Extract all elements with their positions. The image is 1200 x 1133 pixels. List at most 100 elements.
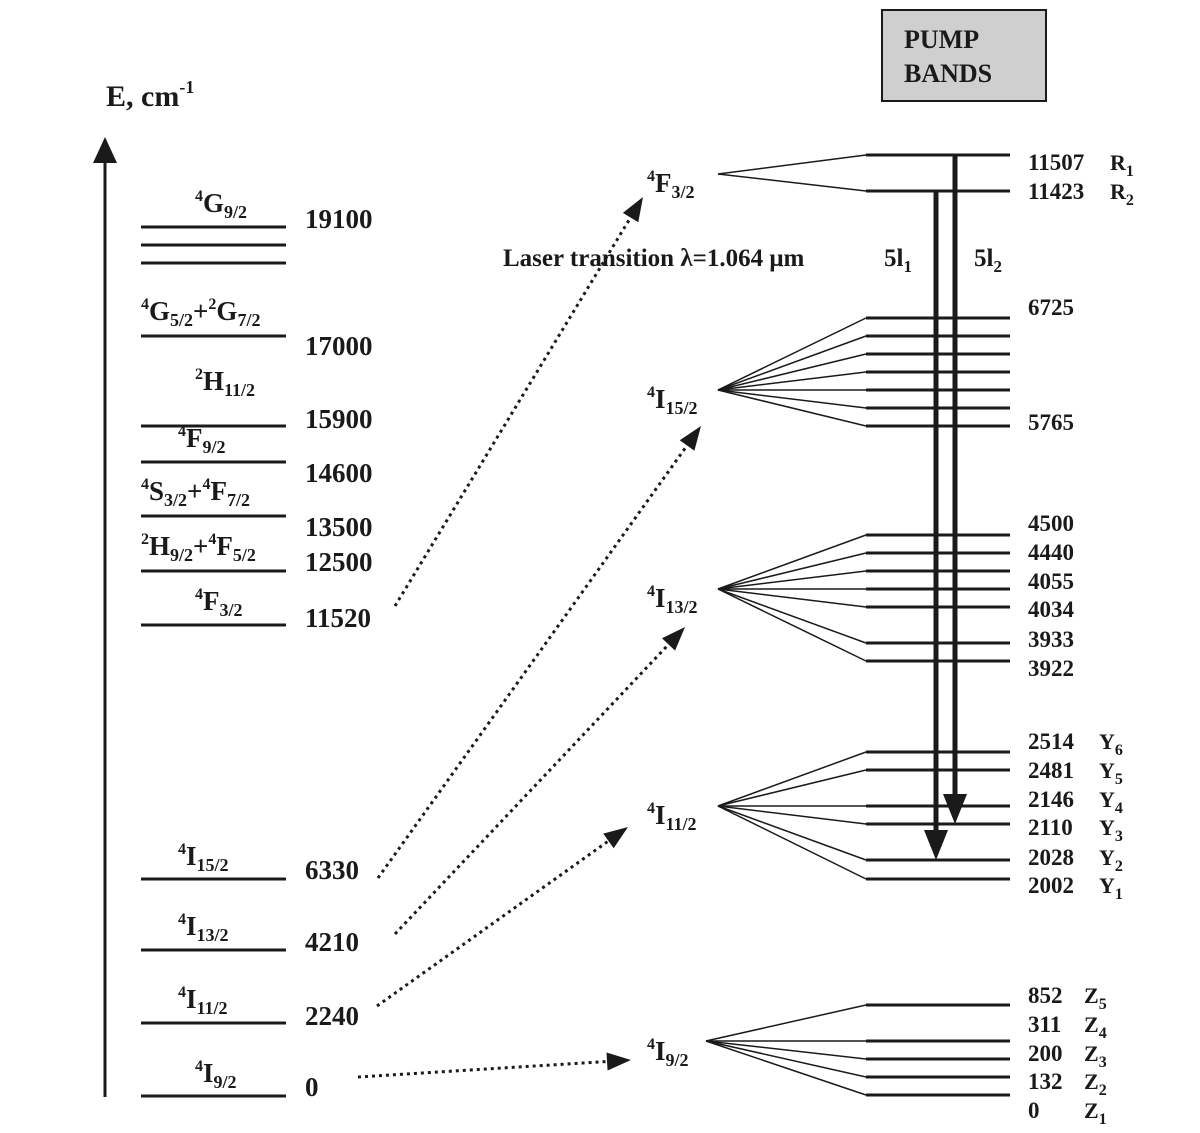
fan-line-I112-5 [717, 805, 867, 861]
sublevel-marker-I92-3: Z3 [1084, 1041, 1107, 1071]
pump-bands-box [881, 9, 1047, 102]
sublevel-marker-I92-2: Z4 [1084, 1012, 1107, 1042]
laser-transition-label: Laser transition λ=1.064 μm [503, 245, 805, 272]
level-energy-h92: 12500 [305, 547, 373, 577]
manifold-term-I152: 4I15/2 [647, 384, 698, 418]
sublevel-value-I132-3: 4055 [1028, 569, 1074, 594]
level-energy-i152: 6330 [305, 855, 359, 885]
level-term-h92: 2H9/2+4F5/2 [141, 531, 256, 565]
fan-line-I92-4 [705, 1040, 867, 1078]
fan-line-I132-1 [717, 534, 867, 590]
level-energy-g52: 17000 [305, 331, 373, 361]
sublevel-value-I92-1: 852 [1028, 983, 1063, 1008]
fan-line-I112-1 [717, 751, 867, 807]
fan-line-I92-5 [705, 1040, 867, 1096]
sublevel-value-I132-4: 4034 [1028, 597, 1075, 622]
arrow-4210-to-I132-head [661, 627, 685, 651]
level-term-i112: 4I11/2 [178, 984, 228, 1018]
sublevel-marker-I112-6: Y1 [1099, 873, 1123, 903]
fan-line-I152-3 [717, 353, 867, 391]
fan-line-I132-3 [717, 570, 867, 590]
sublevel-value-I132-2: 4440 [1028, 540, 1074, 565]
fan-line-I132-5 [717, 588, 867, 608]
level-term-i152: 4I15/2 [178, 841, 229, 875]
level-energy-h112: 15900 [305, 404, 373, 434]
fan-line-I132-7 [717, 588, 867, 662]
manifold-term-I132: 4I13/2 [647, 583, 698, 617]
sublevel-value-F32-2: 11423 [1028, 179, 1084, 204]
sublevel-marker-I112-1: Y6 [1099, 729, 1123, 759]
sublevel-value-I92-4: 132 [1028, 1069, 1063, 1094]
level-energy-i132: 4210 [305, 927, 359, 957]
pump-bands-label-line2: BANDS [904, 59, 992, 88]
manifold-term-F32: 4F3/2 [647, 168, 695, 202]
sublevel-value-I112-5: 2028 [1028, 845, 1074, 870]
level-term-h112: 2H11/2 [195, 366, 255, 400]
arrow-0-to-I92 [357, 1059, 608, 1079]
fan-line-I132-2 [717, 552, 867, 590]
excitation-arrows [357, 197, 701, 1079]
level-energy-i92: 0 [305, 1072, 319, 1102]
fan-line-I152-6 [717, 389, 867, 409]
sublevel-marker-I92-5: Z1 [1084, 1098, 1107, 1128]
arrow-2240-to-I112-head [603, 827, 628, 849]
sublevel-value-I112-1: 2514 [1028, 729, 1075, 754]
fan-line-I132-6 [717, 588, 867, 644]
fan-line-F32-1 [717, 154, 867, 175]
laser-arrow-5l1-head [924, 830, 948, 860]
sublevel-value-I132-5: 3933 [1028, 627, 1074, 652]
level-term-g52: 4G5/2+2G7/2 [141, 296, 260, 330]
fan-line-I112-4 [717, 805, 867, 825]
sublevel-value-I92-5: 0 [1028, 1098, 1040, 1123]
fan-line-I152-1 [717, 317, 867, 391]
sublevel-value-I112-3: 2146 [1028, 787, 1074, 812]
laser-line-5l2-label: 5l2 [974, 245, 1002, 276]
laser-line-5l1-label: 5l1 [884, 245, 912, 276]
level-term-s32: 4S3/2+4F7/2 [141, 476, 250, 510]
sublevel-marker-I112-3: Y4 [1099, 787, 1123, 817]
sublevel-marker-I92-4: Z2 [1084, 1069, 1107, 1099]
fan-line-I112-6 [717, 805, 867, 880]
arrow-0-to-I92-head [606, 1052, 631, 1071]
sublevel-value-I132-6: 3922 [1028, 656, 1074, 681]
arrow-11520-to-F32 [393, 216, 632, 607]
manifold-term-I92: 4I9/2 [647, 1036, 689, 1070]
level-term-i132: 4I13/2 [178, 911, 229, 945]
sublevel-value-I112-4: 2110 [1028, 815, 1073, 840]
sublevel-marker-I112-2: Y5 [1099, 758, 1123, 788]
sublevel-value-F32-1: 11507 [1028, 150, 1084, 175]
sublevel-value-I92-2: 311 [1028, 1012, 1061, 1037]
arrow-11520-to-F32-head [622, 197, 643, 223]
level-energy-s32: 13500 [305, 512, 373, 542]
sublevel-marker-I112-4: Y3 [1099, 815, 1123, 845]
arrow-2240-to-I112 [376, 839, 610, 1008]
laser-arrow-5l2-head [943, 794, 967, 824]
sublevel-value-I152-1: 6725 [1028, 295, 1074, 320]
arrow-4210-to-I132 [393, 643, 670, 936]
level-term-g92: 4G9/2 [195, 188, 247, 222]
level-energy-i112: 2240 [305, 1001, 359, 1031]
sublevel-value-I132-1: 4500 [1028, 511, 1074, 536]
level-energy-f32: 11520 [305, 603, 371, 633]
fan-line-I112-2 [717, 769, 867, 807]
fan-line-I152-2 [717, 335, 867, 391]
arrow-6330-to-I152 [376, 444, 689, 879]
fan-line-I152-4 [717, 371, 867, 391]
level-energy-g92: 19100 [305, 204, 373, 234]
level-term-i92: 4I9/2 [195, 1058, 237, 1092]
pump-bands-label-line1: PUMP [904, 25, 979, 54]
manifold-term-I112: 4I11/2 [647, 800, 697, 834]
sublevel-marker-F32-1: R1 [1110, 150, 1134, 180]
fan-line-I152-7 [717, 389, 867, 427]
sublevel-marker-F32-2: R2 [1110, 179, 1134, 209]
arrow-6330-to-I152-head [679, 426, 701, 451]
fan-line-F32-2 [717, 173, 867, 192]
sublevel-marker-I92-1: Z5 [1084, 983, 1107, 1013]
sublevel-marker-I112-5: Y2 [1099, 845, 1123, 875]
fan-line-I92-1 [705, 1004, 867, 1042]
level-energy-f92: 14600 [305, 458, 373, 488]
fan-line-I92-3 [705, 1040, 867, 1060]
sublevel-value-I112-6: 2002 [1028, 873, 1074, 898]
